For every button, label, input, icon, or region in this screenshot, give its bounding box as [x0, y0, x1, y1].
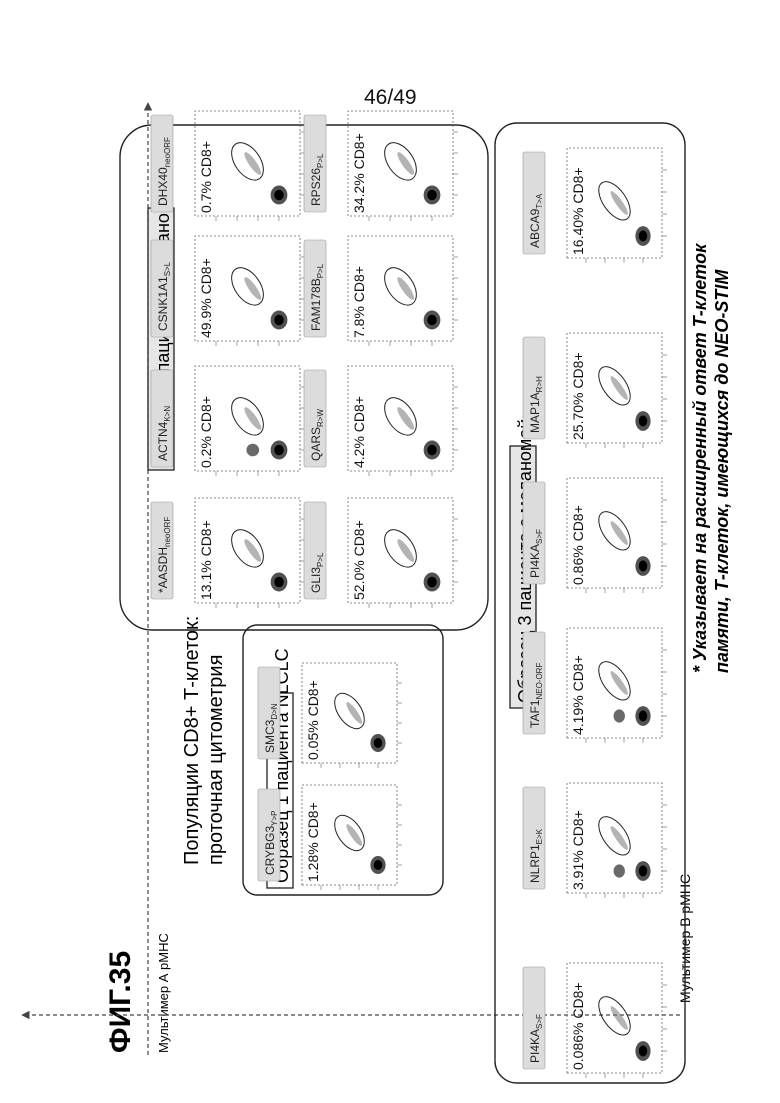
flow-plot: SMC3D>N0.05% CD8+	[258, 663, 402, 768]
percent-label: 13.1% CD8+	[198, 520, 214, 600]
flow-plot: PI4KAS>F0.086% CD8+	[523, 963, 667, 1078]
positive-population	[395, 275, 417, 302]
percent-label: 49.9% CD8+	[198, 258, 214, 338]
panel-sample-3: Образец 3 пациента с меланомой PI4KAS>F0…	[495, 123, 685, 1083]
percent-label: 16.40% CD8+	[570, 167, 586, 255]
positive-population	[395, 405, 417, 432]
negative-cluster-core	[427, 445, 436, 456]
positive-population	[344, 822, 364, 847]
flow-plot: MAP1AR>H25.70% CD8+	[523, 333, 667, 448]
flow-plot: DHX40neoORF0.7% CD8+	[151, 111, 305, 221]
percent-label: 7.8% CD8+	[351, 266, 367, 338]
negative-cluster-core	[639, 416, 648, 427]
negative-cluster-core	[374, 738, 383, 748]
positive-population	[242, 537, 264, 564]
panel-sample-1: Образец 1 пациента NLCLC CRYBG3Y>P1.28% …	[243, 625, 443, 895]
percent-label: 0.086% CD8+	[570, 982, 586, 1070]
footnote-line2: памяти, Т-клеток, имеющихся до NEO-STIM	[712, 269, 732, 673]
second-cluster	[614, 864, 625, 877]
flow-plot: FAM178BP>L7.8% CD8+	[304, 236, 458, 346]
percent-label: 4.19% CD8+	[570, 655, 586, 735]
percent-label: 34.2% CD8+	[351, 133, 367, 213]
figure-title-line2: проточная цитометрия	[205, 655, 227, 865]
figure-title-line1: Популяции CD8+ Т-клеток:	[181, 616, 203, 865]
positive-population	[608, 519, 630, 546]
negative-cluster-core	[639, 866, 648, 877]
percent-label: 3.91% CD8+	[570, 810, 586, 890]
flow-plot: GLI3P>L52.0% CD8+	[304, 498, 458, 608]
negative-cluster-core	[639, 561, 648, 572]
positive-population	[608, 374, 630, 401]
percent-label: 0.86% CD8+	[570, 505, 586, 585]
negative-cluster-core	[274, 445, 283, 456]
negative-cluster-core	[639, 711, 648, 722]
positive-population	[608, 1004, 630, 1031]
panel-sample-2: Образец 2 пациента с меланомой *AASDHneo…	[120, 111, 488, 630]
y-axis-label: Мультимер А pMHC	[156, 933, 171, 1053]
percent-label: 0.2% CD8+	[198, 396, 214, 468]
percent-label: 25.70% CD8+	[570, 352, 586, 440]
flow-plot: TAF1NEO-ORF4.19% CD8+	[523, 628, 667, 743]
positive-population	[395, 150, 417, 177]
positive-population	[608, 189, 630, 216]
percent-label: 4.2% CD8+	[351, 396, 367, 468]
figure-label: ФИГ.35	[104, 951, 137, 1053]
negative-cluster-core	[274, 315, 283, 326]
percent-label: 0.05% CD8+	[305, 680, 321, 760]
flow-plot: CRYBG3Y>P1.28% CD8+	[258, 785, 402, 890]
percent-label: 1.28% CD8+	[305, 802, 321, 882]
footnote-line1: * Указывает на расширенный ответ Т-клето…	[690, 243, 710, 673]
negative-cluster-core	[427, 315, 436, 326]
flow-plot: ABCA9T>A16.40% CD8+	[523, 148, 667, 263]
positive-population	[344, 700, 364, 725]
positive-population	[395, 537, 417, 564]
positive-population	[608, 669, 630, 696]
flow-plot: *AASDHneoORF13.1% CD8+	[151, 498, 305, 608]
flow-plot: QARSR>W4.2% CD8+	[304, 366, 458, 476]
second-cluster	[614, 709, 625, 722]
negative-cluster-core	[374, 860, 383, 870]
positive-population	[242, 275, 264, 302]
negative-cluster-core	[639, 231, 648, 242]
second-cluster	[246, 444, 259, 457]
flow-plot: PI4KAS>F0.86% CD8+	[523, 478, 667, 593]
negative-cluster-core	[427, 190, 436, 201]
flow-plot: NLRP1E>K3.91% CD8+	[523, 783, 667, 898]
positive-population	[242, 150, 264, 177]
percent-label: 0.7% CD8+	[198, 141, 214, 213]
percent-label: 52.0% CD8+	[351, 520, 367, 600]
negative-cluster-core	[639, 1046, 648, 1057]
flow-plot: RPS26P>L34.2% CD8+	[304, 111, 458, 221]
positive-population	[242, 405, 264, 432]
negative-cluster-core	[427, 577, 436, 588]
negative-cluster-core	[274, 190, 283, 201]
negative-cluster-core	[274, 577, 283, 588]
positive-population	[608, 824, 630, 851]
